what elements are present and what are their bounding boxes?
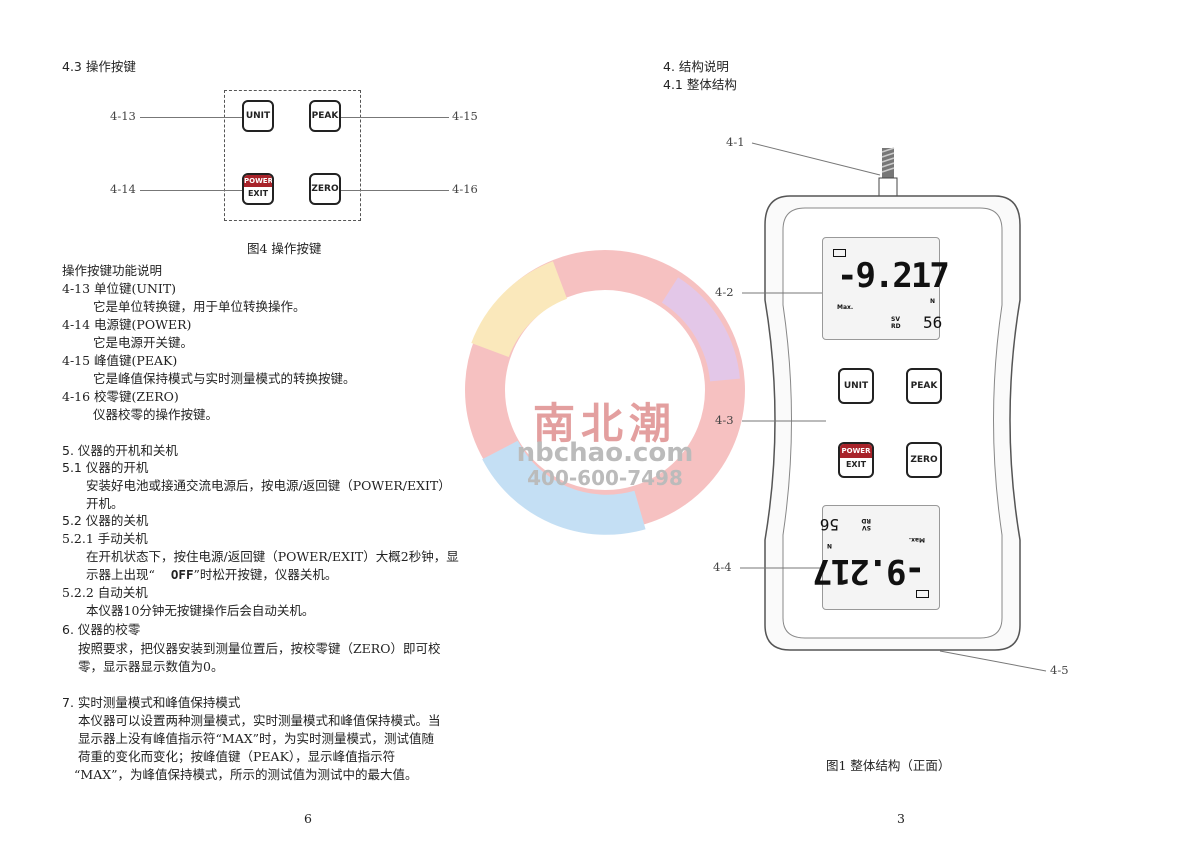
figure-4-caption: 图4 操作按键 (247, 241, 322, 256)
battery-icon (916, 590, 929, 598)
text-line: 它是单位转换键，用于单位转换操作。 (93, 299, 306, 314)
text-fragment: ”时松开按键，仪器关机。 (193, 567, 338, 582)
page-number: 3 (897, 811, 905, 826)
lcd-unit: N (929, 298, 935, 305)
text-fragment: 示器上出现“ (86, 567, 155, 582)
antenna-icon (878, 147, 898, 197)
lcd-rd: RD (891, 323, 901, 330)
text-line: 5.2.1 手动关机 (62, 531, 148, 546)
label-4-16: 4-16 (452, 182, 478, 196)
lcd-max-indicator: Max. (837, 304, 854, 311)
text-line: 安装好电池或接通交流电源后，按电源/返回键（POWER/EXIT） (86, 478, 451, 493)
section-5-heading: 5. 仪器的开机和关机 (62, 443, 178, 458)
section-4-heading: 4. 结构说明 (663, 59, 729, 74)
section-4-3-heading: 4.3 操作按键 (62, 59, 136, 74)
text-line: 4-15 峰值键(PEAK) (62, 353, 178, 368)
section-6-heading: 6. 仪器的校零 (62, 622, 141, 637)
leader-line (140, 190, 242, 191)
leader-line (341, 190, 449, 191)
text-line: 4-16 校零键(ZERO) (62, 389, 179, 404)
top-lcd-display: -9.217 Max. N SV RD 56 (822, 237, 950, 340)
page-number: 6 (304, 811, 312, 826)
label-4-5: 4-5 (1050, 663, 1069, 677)
leader-line (341, 117, 449, 118)
label-4-3: 4-3 (715, 413, 734, 427)
off-lcd-glyph: OFF (170, 567, 194, 582)
power-label: POWER (244, 175, 273, 187)
lcd-sv: SV (862, 524, 871, 531)
section-7-heading: 7. 实时测量模式和峰值保持模式 (62, 695, 241, 710)
text-line: 按照要求，把仪器安装到测量位置后，按校零键（ZERO）即可校 (78, 641, 441, 656)
power-label: POWER (840, 444, 872, 458)
lcd-main-value: -9.217 (814, 551, 925, 591)
text-line: 在开机状态下，按住电源/返回键（POWER/EXIT）大概2秒钟，显 (86, 549, 459, 564)
peak-button: PEAK (906, 368, 942, 404)
lcd-sv: SV (891, 316, 900, 323)
label-4-1: 4-1 (726, 135, 745, 149)
text-line: 4-13 单位键(UNIT) (62, 281, 177, 296)
label-4-2: 4-2 (715, 285, 734, 299)
label-4-14: 4-14 (110, 182, 136, 196)
text-line: 零，显示器显示数值为0。 (78, 659, 224, 674)
text-line: 开机。 (86, 496, 124, 511)
label-4-13: 4-13 (110, 109, 136, 123)
text-line: 本仪器10分钟无按键操作后会自动关机。 (86, 603, 315, 618)
label-4-4: 4-4 (713, 560, 732, 574)
bottom-lcd-display: -9.217 Max. N SV RD 56 (814, 505, 940, 610)
leader-line (140, 117, 242, 118)
section-5-2-heading: 5.2 仪器的关机 (62, 513, 149, 528)
exit-label: EXIT (845, 460, 867, 469)
lcd-unit: N (827, 542, 833, 549)
text-line: 操作按键功能说明 (62, 263, 163, 278)
zero-button: ZERO (906, 442, 942, 478)
section-4-1-heading: 4.1 整体结构 (663, 77, 737, 92)
text-line: 5.2.2 自动关机 (62, 585, 148, 600)
peak-button-illustration: PEAK (309, 100, 341, 132)
text-line: 它是峰值保持模式与实时测量模式的转换按键。 (93, 371, 356, 386)
text-line: 显示器上没有峰值指示符“MAX”时，为实时测量模式，测试值随 (78, 731, 435, 746)
text-line: 荷重的变化而变化；按峰值键（PEAK），显示峰值指示符 (78, 749, 396, 764)
figure-4-buttons (224, 90, 361, 221)
unit-button: UNIT (838, 368, 874, 404)
text-line: 示器上出现“ OFF”时松开按键，仪器关机。 (86, 567, 337, 583)
zero-button-illustration: ZERO (309, 173, 341, 205)
label-4-15: 4-15 (452, 109, 478, 123)
lcd-small-value: 56 (819, 515, 839, 534)
text-line: 4-14 电源键(POWER) (62, 317, 192, 332)
lcd-max-indicator: Max. (908, 536, 925, 543)
figure-1-caption: 图1 整体结构（正面） (826, 758, 951, 773)
exit-label: EXIT (247, 189, 269, 198)
lcd-small-value: 56 (923, 313, 943, 332)
text-line: “MAX”，为峰值保持模式，所示的测试值为测试中的最大值。 (74, 767, 418, 782)
lcd-rd: RD (861, 517, 871, 524)
lcd-main-value: -9.217 (837, 256, 950, 296)
battery-icon (833, 249, 846, 257)
unit-button-illustration: UNIT (242, 100, 274, 132)
text-line: 本仪器可以设置两种测量模式，实时测量模式和峰值保持模式。当 (78, 713, 441, 728)
power-exit-button: POWER EXIT (838, 442, 874, 478)
text-line: 它是电源开关键。 (93, 335, 194, 350)
power-exit-button-illustration: POWER EXIT (242, 173, 274, 205)
section-5-1-heading: 5.1 仪器的开机 (62, 460, 149, 475)
text-line: 仪器校零的操作按键。 (93, 407, 219, 422)
